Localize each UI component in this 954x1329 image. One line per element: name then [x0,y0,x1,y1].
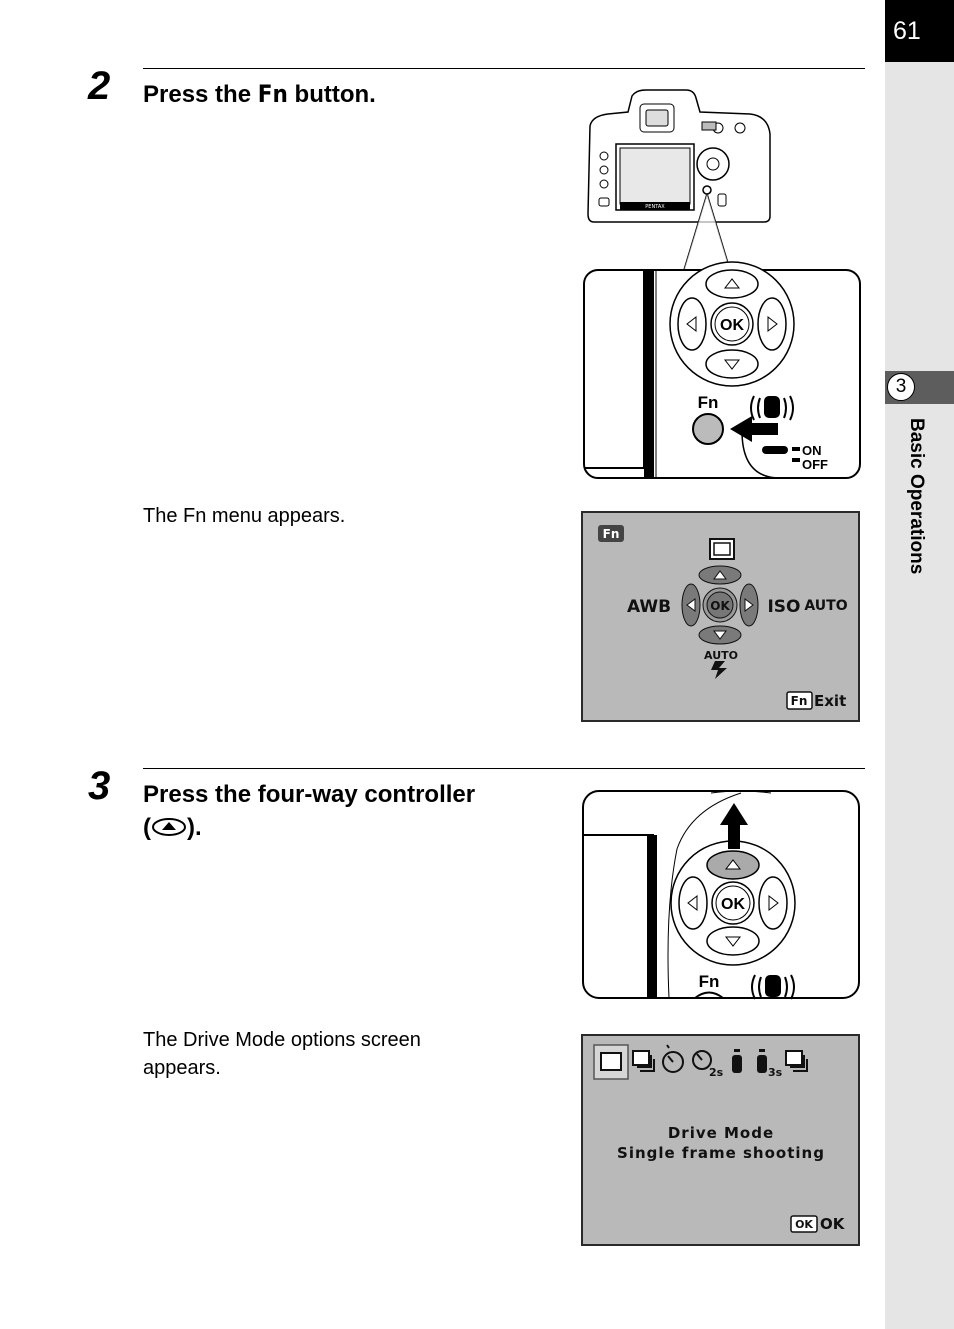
step3-result-line2: appears. [143,1057,221,1079]
fn-badge-bg [598,525,624,542]
step2-title: Press the Fn button. [143,78,376,111]
camera-body: PENTAX [587,89,771,223]
controller-fn-label: Fn [699,972,720,991]
self-timer-2s-icon: 2s [692,1050,724,1079]
fn-menu-iso-auto: AUTO [804,598,847,614]
fn-menu-awb: AWB [627,597,671,617]
step2-title-suffix: button. [287,81,376,108]
drive-ok-key: OK [795,1218,813,1231]
power-switch-icon [762,446,788,454]
step3-title-line2: (). [143,811,202,844]
self-timer-2s-label: 2s [709,1066,724,1079]
fn-menu-flash-auto: AUTO [704,649,738,662]
step3-rule [143,768,865,769]
single-frame-icon [600,1052,622,1071]
step3-title-close: ). [187,814,202,841]
continuous-icon [632,1050,655,1072]
fn-exit-key: Fn [791,694,808,708]
step3-result-line1: The Drive Mode options screen [143,1029,421,1051]
drive-mode-title: Drive Mode [668,1124,774,1142]
fn-menu-iso: ISO [767,597,800,617]
remote-3s-icon: 3s [757,1049,783,1079]
fn-exit-label: Exit [814,692,846,710]
chapter-title: Basic Operations [906,418,927,575]
shake-reduction-icon [750,395,794,421]
camera-brand-text: PENTAX [645,204,665,210]
closeup-fn-label: Fn [698,393,719,412]
step3-number: 3 [88,764,111,808]
up-arrow-button-icon [152,818,186,836]
on-label: ON [802,443,822,458]
fn-menu-ok: OK [710,599,730,613]
fn-key-text: Fn [257,80,288,108]
page-number: 61 [885,0,954,62]
drive-mode-subtitle: Single frame shooting [617,1144,825,1162]
drive-mode-screen: 2s 3s Drive Mode Single frame shooting O… [581,1034,860,1246]
fn-button-closeup: OK Fn ON OFF [583,261,861,479]
step3-title-line1: Press the four-way controller [143,781,476,808]
controller-ok-label: OK [721,896,745,913]
drive-ok-label: OK [820,1215,846,1233]
camera-back-illustration: PENTAX OK Fn [583,89,861,479]
controller-closeup-illustration: OK Fn [582,790,860,1000]
step2-title-prefix: Press the [143,81,258,108]
step2-number: 2 [88,64,111,108]
remote-3s-label: 3s [768,1066,783,1079]
flash-icon [711,661,727,679]
remote-icon [732,1049,742,1073]
self-timer-icon [662,1044,684,1073]
step2-rule [143,68,865,69]
bracket-icon [785,1050,808,1072]
fn-menu-screen: Fn OK AWB ISO AUTO AUTO Fn Exit [581,511,860,722]
step2-result-text: The Fn menu appears. [143,505,346,527]
off-label: OFF [802,457,828,472]
closeup-ok-label: OK [720,317,744,334]
shake-reduction-icon [751,974,795,1000]
fn-badge: Fn [603,527,620,541]
step3-title-open: ( [143,814,151,841]
up-arrow-icon [720,803,748,849]
chapter-number: 3 [887,373,915,401]
side-tab [885,0,954,1329]
